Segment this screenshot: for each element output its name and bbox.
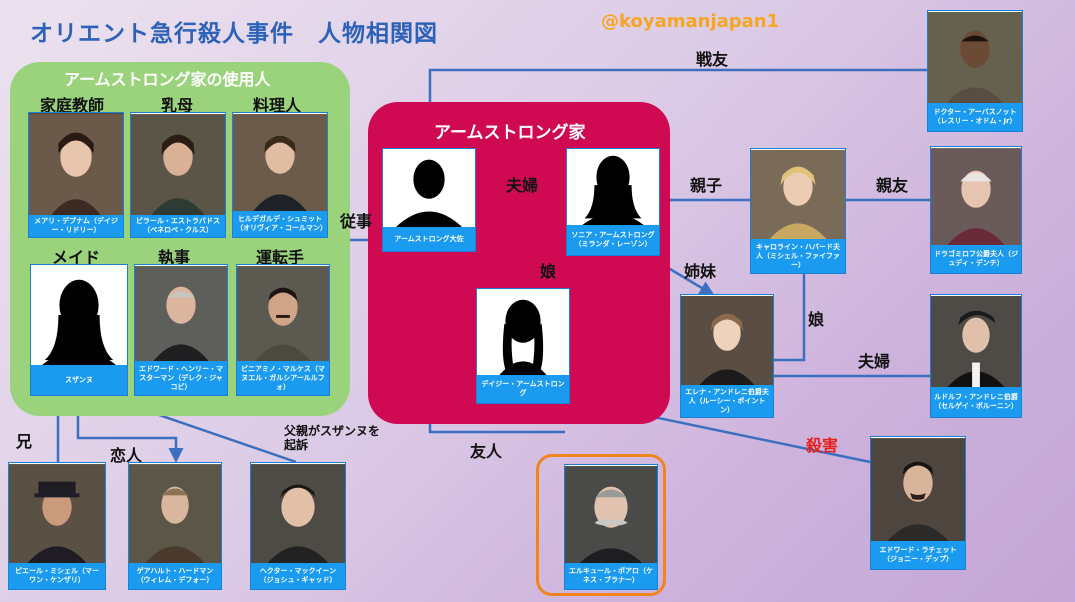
- card-caption: ヒルデガルデ・シュミット（オリヴィア・コールマン）: [233, 211, 327, 237]
- relation-sisters: 姉妹: [684, 262, 717, 281]
- card-elena-andrenyi[interactable]: エレナ・アンドレニ伯爵夫人（ルーシー・ボイントン）: [680, 294, 774, 418]
- role-nurse: 乳母: [161, 96, 194, 115]
- card-dr-arbuthnot[interactable]: ドクター・アーバスノット（レスリー・オドム・Jr）: [927, 10, 1023, 132]
- card-hercule-poirot[interactable]: エルキュール・ポアロ（ケネス・ブラナー）: [564, 464, 658, 590]
- card-susanne[interactable]: スザンヌ: [30, 264, 128, 396]
- staff-group-title: アームストロング家の使用人: [64, 70, 271, 89]
- card-caption: ピラール・エストラバドス（ペネロペ・クルス）: [131, 215, 225, 237]
- card-daisy-armstrong[interactable]: デイジー・アームストロング: [476, 288, 570, 404]
- portrait-photo: [931, 295, 1021, 389]
- portrait-photo: [565, 465, 657, 565]
- portrait-photo: [29, 113, 123, 217]
- card-caption: エルキュール・ポアロ（ケネス・ブラナー）: [565, 563, 657, 589]
- relation-brother: 兄: [16, 432, 33, 451]
- portrait-photo: [871, 437, 965, 543]
- portrait-photo: [129, 463, 221, 565]
- card-caption: メアリ・デブナム（デイジー・リドリー）: [29, 215, 123, 237]
- card-biniamino-marquez[interactable]: ビニアミノ・マルケス（マヌエル・ガルシアールルフォ）: [236, 264, 330, 396]
- relation-married-armstrong: 夫婦: [506, 176, 539, 195]
- portrait-photo: [131, 113, 225, 217]
- card-caption: ソニア・アームストロング（ミランダ・レーゾン）: [567, 225, 659, 255]
- card-colonel-armstrong[interactable]: アームストロング大佐: [382, 148, 476, 252]
- card-caption: デイジー・アームストロング: [477, 375, 569, 403]
- relation-best-friend: 親友: [876, 176, 909, 195]
- family-group-title: アームストロング家: [434, 123, 586, 143]
- page-title: オリエント急行殺人事件 人物相関図: [30, 21, 438, 47]
- card-caption: アームストロング大佐: [383, 227, 475, 251]
- relation-daughter-daisy: 娘: [540, 262, 557, 281]
- card-caption: エレナ・アンドレニ伯爵夫人（ルーシー・ボイントン）: [681, 385, 773, 417]
- card-caption: ルドルフ・アンドレニ伯爵（セルゲイ・ポルーニン）: [931, 387, 1021, 417]
- portrait-photo: [383, 149, 475, 229]
- card-hildegarde-schmidt[interactable]: ヒルデガルデ・シュミット（オリヴィア・コールマン）: [232, 112, 328, 238]
- card-edward-ratchett[interactable]: エドワード・ラチェット（ジョニー・デップ）: [870, 436, 966, 570]
- role-cook: 料理人: [253, 96, 302, 115]
- card-caption: エドワード・ラチェット（ジョニー・デップ）: [871, 541, 965, 569]
- card-hector-macqueen[interactable]: ヘクター・マックイーン（ジョシュ・ギャッド）: [250, 462, 346, 590]
- card-gerhard-hardman[interactable]: ゲアハルト・ハードマン（ウィレム・デフォー）: [128, 462, 222, 590]
- relation-friend: 友人: [470, 442, 503, 461]
- portrait-photo: [931, 147, 1021, 247]
- portrait-photo: [135, 265, 227, 363]
- card-rudolph-andrenyi[interactable]: ルドルフ・アンドレニ伯爵（セルゲイ・ポルーニン）: [930, 294, 1022, 418]
- poirot-highlight-frame: [536, 454, 666, 596]
- portrait-photo: [31, 265, 127, 367]
- portrait-photo: [681, 295, 773, 387]
- portrait-photo: [237, 265, 329, 363]
- portrait-photo: [928, 11, 1022, 105]
- card-caption: ドラゴミロフ公爵夫人（ジュディ・デンチ）: [931, 245, 1021, 273]
- portrait-photo: [477, 289, 569, 377]
- relation-lover: 恋人: [110, 446, 143, 465]
- relation-comrade: 戦友: [696, 50, 729, 69]
- card-caption: ゲアハルト・ハードマン（ウィレム・デフォー）: [129, 563, 221, 589]
- author-handle: @koyamanjapan1: [601, 11, 780, 32]
- relation-murder: 殺害: [806, 436, 839, 455]
- card-caption: ドクター・アーバスノット（レスリー・オドム・Jr）: [928, 103, 1022, 131]
- relation-daughter-elena: 娘: [808, 310, 825, 329]
- card-caption: キャロライン・ハバード夫人（ミシェル・ファイファー）: [751, 239, 845, 273]
- relation-married-andrenyi: 夫婦: [858, 352, 891, 371]
- card-caption: ピエール・ミシェル（マーワン・ケンザリ）: [9, 563, 105, 589]
- card-pierre-michel[interactable]: ピエール・ミシェル（マーワン・ケンザリ）: [8, 462, 106, 590]
- card-caption: エドワード・ヘンリー・マスターマン（デレク・ジャコビ）: [135, 361, 227, 395]
- card-mary-debenham[interactable]: メアリ・デブナム（デイジー・リドリー）: [28, 112, 124, 238]
- relation-parent-child: 親子: [690, 176, 723, 195]
- role-butler: 執事: [158, 248, 191, 267]
- portrait-photo: [751, 149, 845, 241]
- link-daughter-elena: [774, 274, 806, 362]
- relation-servant: 従事: [340, 212, 373, 231]
- portrait-photo: [9, 463, 105, 565]
- card-caption: ヘクター・マックイーン（ジョシュ・ギャッド）: [251, 563, 345, 589]
- card-princess-dragomiroff[interactable]: ドラゴミロフ公爵夫人（ジュディ・デンチ）: [930, 146, 1022, 274]
- role-governess: 家庭教師: [40, 96, 105, 115]
- card-caroline-hubbard[interactable]: キャロライン・ハバード夫人（ミシェル・ファイファー）: [750, 148, 846, 274]
- card-caption: ビニアミノ・マルケス（マヌエル・ガルシアールルフォ）: [237, 361, 329, 395]
- card-edward-masterman[interactable]: エドワード・ヘンリー・マスターマン（デレク・ジャコビ）: [134, 264, 228, 396]
- card-pilar-estravados[interactable]: ピラール・エストラバドス（ペネロペ・クルス）: [130, 112, 226, 238]
- portrait-photo: [251, 463, 345, 565]
- relation-father-sued: 父親がスザンヌを起訴: [284, 424, 381, 452]
- role-maid: メイド: [52, 248, 101, 267]
- card-sonia-armstrong[interactable]: ソニア・アームストロング（ミランダ・レーゾン）: [566, 148, 660, 256]
- link-lover: [70, 393, 184, 463]
- card-caption: スザンヌ: [31, 365, 127, 395]
- role-chauffeur: 運転手: [256, 248, 305, 267]
- portrait-photo: [567, 149, 659, 227]
- portrait-photo: [233, 113, 327, 213]
